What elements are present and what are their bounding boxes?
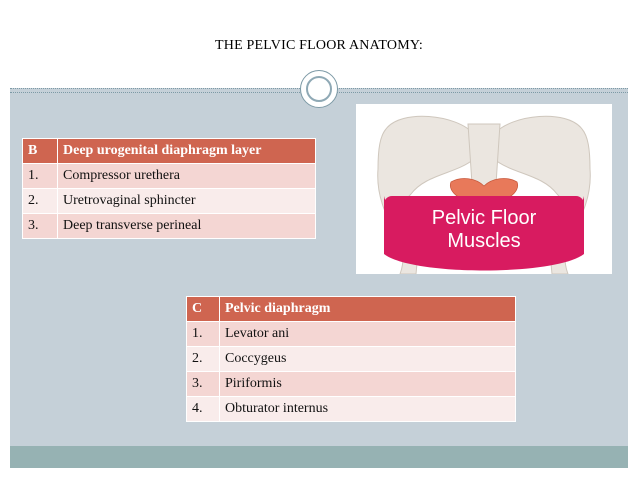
table-row: 1. Levator ani	[186, 321, 516, 347]
table-header-letter: B	[22, 138, 58, 164]
row-number: 1.	[22, 163, 58, 189]
row-label: Deep transverse perineal	[57, 213, 316, 239]
row-number: 3.	[186, 371, 220, 397]
table-row: 4. Obturator internus	[186, 396, 516, 422]
table-row: 1. Compressor urethera	[22, 163, 316, 189]
row-number: 3.	[22, 213, 58, 239]
row-label: Compressor urethera	[57, 163, 316, 189]
table-row: 3. Deep transverse perineal	[22, 213, 316, 239]
decorative-circle-inner-icon	[306, 76, 332, 102]
table-header-letter: C	[186, 296, 220, 322]
row-number: 1.	[186, 321, 220, 347]
image-caption-line1: Pelvic Floor	[432, 207, 537, 229]
row-label: Piriformis	[219, 371, 516, 397]
table-header-label: Deep urogenital diaphragm layer	[57, 138, 316, 164]
table-row: 2. Coccygeus	[186, 346, 516, 372]
row-label: Levator ani	[219, 321, 516, 347]
table-row: 2. Uretrovaginal sphincter	[22, 188, 316, 214]
table-header-row: B Deep urogenital diaphragm layer	[22, 138, 316, 164]
table-pelvic-diaphragm: C Pelvic diaphragm 1. Levator ani 2. Coc…	[186, 296, 516, 422]
row-label: Uretrovaginal sphincter	[57, 188, 316, 214]
table-row: 3. Piriformis	[186, 371, 516, 397]
pelvic-floor-image: Pelvic Floor Muscles	[356, 104, 612, 274]
row-number: 2.	[22, 188, 58, 214]
row-label: Coccygeus	[219, 346, 516, 372]
table-deep-urogenital: B Deep urogenital diaphragm layer 1. Com…	[22, 138, 316, 239]
decorative-circle-icon	[300, 70, 338, 108]
pelvis-illustration-icon: Pelvic Floor Muscles	[377, 115, 591, 274]
table-header-label: Pelvic diaphragm	[219, 296, 516, 322]
row-label: Obturator internus	[219, 396, 516, 422]
slide-footer-bar	[10, 446, 628, 468]
row-number: 2.	[186, 346, 220, 372]
row-number: 4.	[186, 396, 220, 422]
image-caption-line2: Muscles	[447, 230, 520, 252]
slide-title: THE PELVIC FLOOR ANATOMY:	[215, 38, 423, 53]
table-header-row: C Pelvic diaphragm	[186, 296, 516, 322]
